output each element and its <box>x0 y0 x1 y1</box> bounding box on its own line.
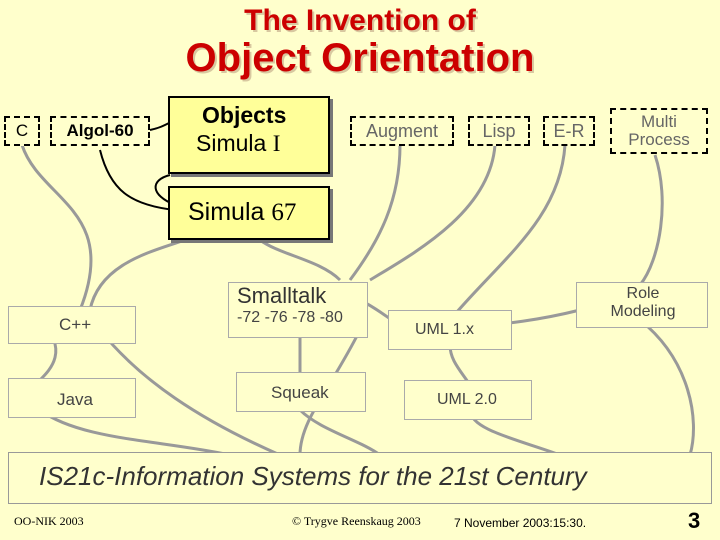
node-role-label: Role <box>626 285 660 302</box>
node-uml-2: UML 2.0 <box>404 380 532 420</box>
node-uml-1x: UML 1.x <box>388 310 512 350</box>
node-java: Java <box>8 378 136 418</box>
node-smalltalk-years: -72 -76 -78 -80 <box>237 309 343 326</box>
node-uml-2-label: UML 2.0 <box>437 391 497 408</box>
node-algol-60: Algol-60 <box>50 116 150 146</box>
node-simula-67-label: Simula 67 <box>188 198 296 227</box>
footer-date: 7 November 2003:15:30. <box>454 516 587 530</box>
node-simula-67: Simula 67 <box>168 186 330 240</box>
node-objects-simula-i: Objects Simula I <box>168 96 330 174</box>
node-simula-i-label: Simula I <box>196 130 280 157</box>
title-line-2: Object Orientation <box>185 36 535 80</box>
node-cpp: C++ <box>8 306 136 344</box>
footer-copyright: © Trygve Reenskaug 2003 <box>292 514 421 528</box>
node-smalltalk: Smalltalk -72 -76 -78 -80 <box>228 282 368 338</box>
node-java-label: Java <box>57 390 93 409</box>
footer-left: OO-NIK 2003 <box>14 514 84 528</box>
node-lisp: Lisp <box>468 116 530 146</box>
node-squeak-label: Squeak <box>271 383 329 402</box>
banner-text: IS21c-Information Systems for the 21st C… <box>39 461 587 491</box>
node-simula-67-word: Simula <box>188 198 265 226</box>
node-e-r: E-R <box>543 116 595 146</box>
node-role-modeling: Role Modeling <box>576 282 708 328</box>
node-cpp-label: C++ <box>59 315 92 334</box>
title-line-1: The Invention of <box>244 4 476 37</box>
node-c: C <box>4 116 40 146</box>
node-multi-process: Multi Process <box>610 108 708 154</box>
node-smalltalk-label: Smalltalk <box>237 283 327 308</box>
node-process-label: Process <box>628 130 690 149</box>
page-number: 3 <box>688 508 701 533</box>
node-modeling-label: Modeling <box>610 303 676 320</box>
node-objects-label: Objects <box>202 102 287 128</box>
node-simula-i-roman: I <box>272 131 281 156</box>
node-augment: Augment <box>350 116 454 146</box>
node-simula-67-num: 67 <box>271 199 297 226</box>
node-simula-i-word: Simula <box>196 130 267 156</box>
node-multi-label: Multi <box>641 112 677 131</box>
node-squeak: Squeak <box>236 372 366 412</box>
banner-scroll: IS21c-Information Systems for the 21st C… <box>8 452 712 504</box>
node-uml-1x-label: UML 1.x <box>415 321 474 338</box>
